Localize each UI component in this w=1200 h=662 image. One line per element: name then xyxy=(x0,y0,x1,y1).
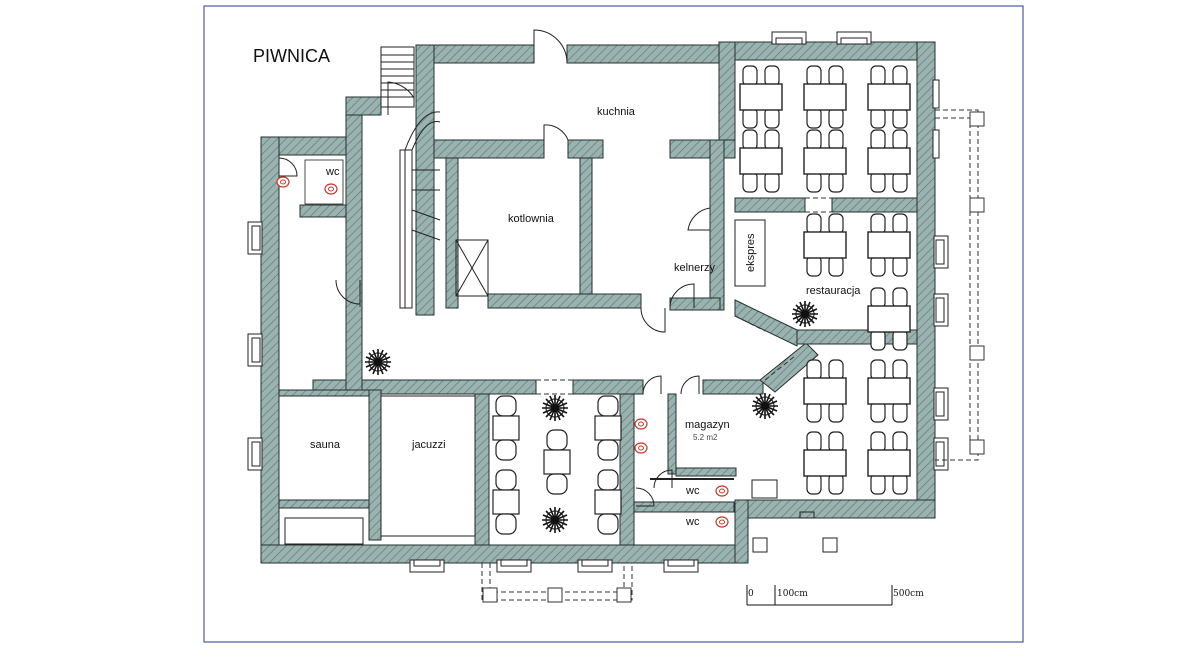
spa-lounge-furniture xyxy=(492,395,622,535)
room-label-restauracja: restauracja xyxy=(806,285,861,297)
room-area-magazyn: 5.2 m2 xyxy=(693,433,718,442)
wc-partition xyxy=(650,478,734,480)
room-outlines xyxy=(284,219,838,553)
openings xyxy=(359,197,832,395)
room-label-ekspres: ekspres xyxy=(745,233,757,272)
windows xyxy=(247,31,949,573)
room-label-magazyn: magazyn xyxy=(685,419,730,431)
room-label-kuchnia: kuchnia xyxy=(597,106,636,118)
room-label-wc-2: wc xyxy=(685,516,700,528)
scale-label-mid: 100cm xyxy=(777,589,808,599)
room-label-kelnerzy: kelnerzy xyxy=(674,262,715,274)
plan-title: PIWNICA xyxy=(253,46,330,66)
room-label-wc-top: wc xyxy=(325,166,340,178)
room-label-kotlownia: kotlownia xyxy=(508,213,555,225)
doors xyxy=(278,29,711,507)
terrace-posts xyxy=(482,111,985,603)
walls xyxy=(260,41,936,564)
room-label-wc-1: wc xyxy=(685,485,700,497)
scale-label-end: 500cm xyxy=(893,589,924,599)
room-label-sauna: sauna xyxy=(310,439,341,451)
wc-fixture xyxy=(304,159,344,205)
room-label-jacuzzi: jacuzzi xyxy=(411,439,446,451)
staircase xyxy=(380,46,441,309)
scale-label-zero: 0 xyxy=(748,589,754,599)
drawing-frame xyxy=(203,5,1024,643)
plants xyxy=(364,300,819,534)
scale-bar xyxy=(746,585,893,606)
